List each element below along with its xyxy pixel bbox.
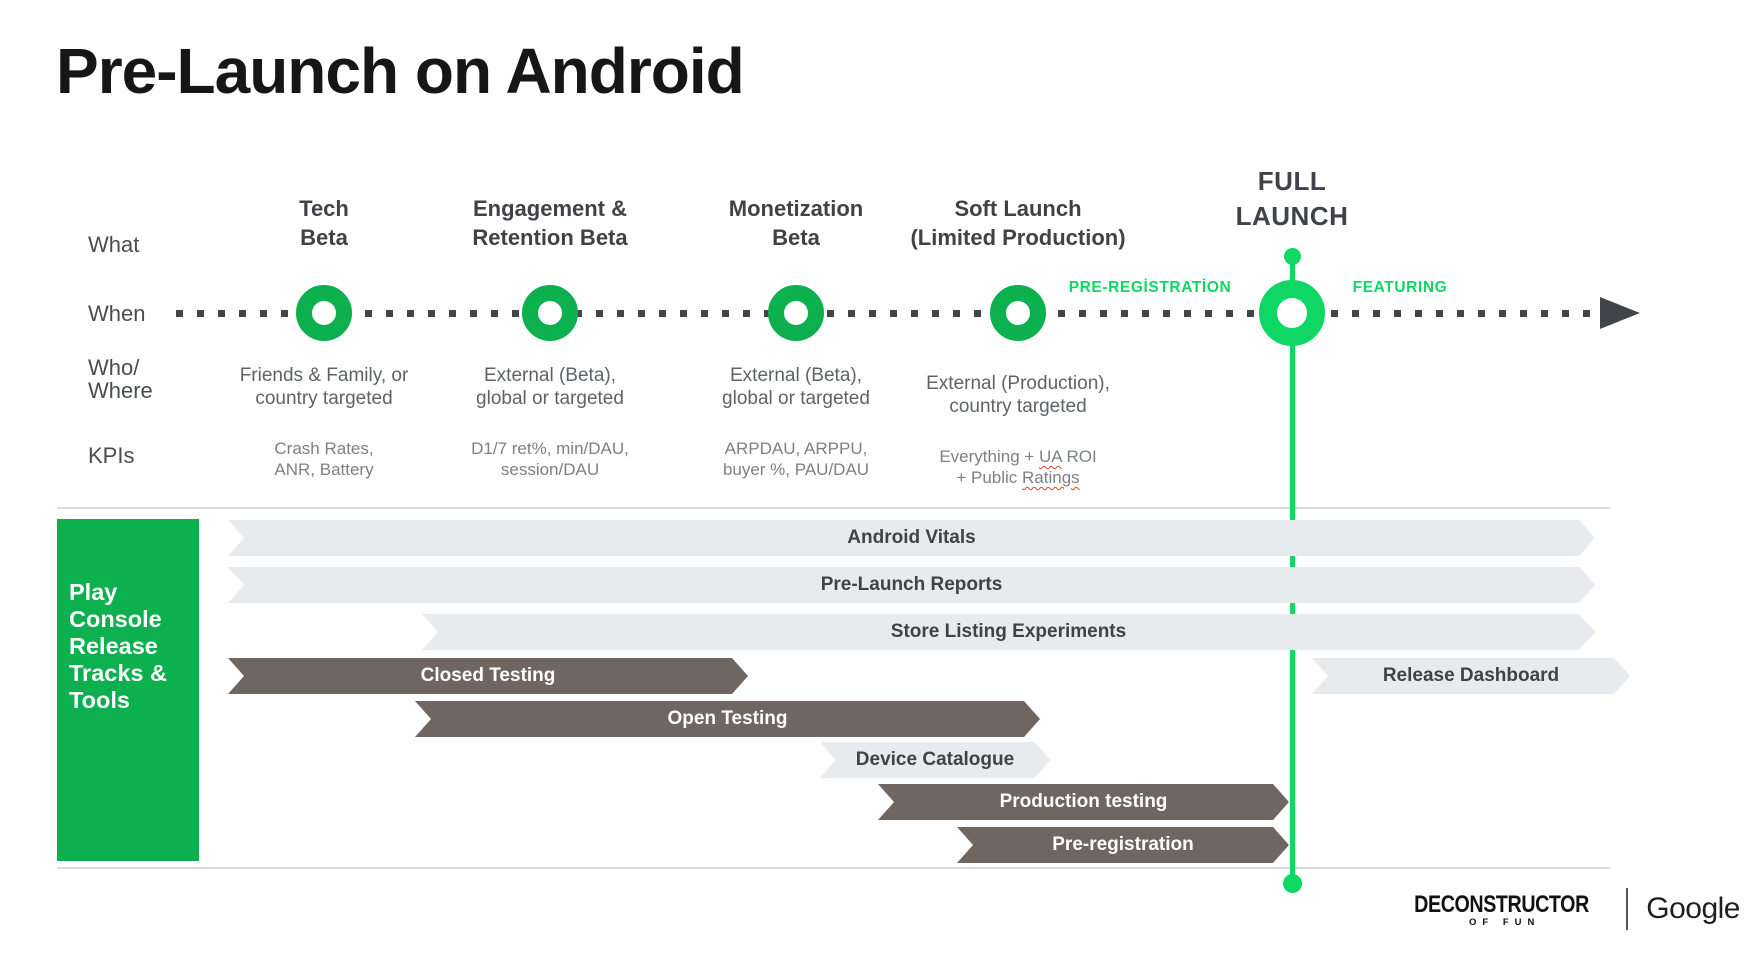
phase-title-soft-launch: Soft Launch (Limited Production)	[910, 196, 1126, 250]
row-label-who-where: Who/ Where	[88, 355, 153, 403]
separator-top	[57, 507, 1610, 509]
track-bar-closed-testing: Closed Testing	[228, 658, 748, 694]
footer-divider	[1626, 888, 1629, 930]
kpis-soft-launch-line1: Everything + UA ROI	[939, 447, 1097, 466]
kpis-engagement: D1/7 ret%, min/DAU, session/DAU	[471, 439, 629, 479]
row-label-when: When	[88, 301, 146, 326]
phase-title-engagement-retention: Engagement & Retention Beta	[472, 196, 628, 250]
track-bar-pre-registration: Pre-registration	[957, 827, 1289, 863]
track-bar-pre-launch-reports: Pre-Launch Reports	[228, 567, 1595, 603]
track-bar-open-testing: Open Testing	[415, 701, 1040, 737]
phase-title-monetization: Monetization Beta	[728, 196, 864, 250]
track-bar-android-vitals: Android Vitals	[228, 520, 1595, 556]
deconstructor-of-fun-logo: DECONSTRUCTOR OF FUN	[1395, 891, 1608, 928]
track-bar-device-catalogue: Device Catalogue	[820, 742, 1050, 778]
spellcheck-underline: UA	[1039, 447, 1062, 466]
footer-logos: DECONSTRUCTOR OF FUN Google	[1395, 888, 1740, 930]
track-bar-production-testing: Production testing	[878, 784, 1289, 820]
milestone-donut-icon-full-launch	[1259, 280, 1325, 346]
who-where-tech-beta: Friends & Family, or country targeted	[239, 365, 409, 409]
milestone-donut-icon-tech-beta	[296, 285, 352, 341]
full-launch-bottom-dot-icon	[1283, 874, 1302, 893]
deconstructor-logo-text: DECONSTRUCTOR	[1414, 890, 1590, 918]
who-where-engagement: External (Beta), global or targeted	[476, 365, 624, 409]
spellcheck-underline: Ratings	[1022, 468, 1080, 487]
full-launch-top-dot-icon	[1284, 248, 1301, 265]
who-where-soft-launch: External (Production), country targeted	[926, 373, 1110, 417]
of-fun-logo-text: OF FUN	[1469, 916, 1541, 928]
timeline-arrow-icon	[1600, 297, 1640, 329]
phase-title-tech-beta: Tech Beta	[299, 196, 349, 250]
google-logo: Google	[1646, 892, 1740, 925]
separator-bottom	[57, 867, 1610, 869]
who-where-monetization: External (Beta), global or targeted	[722, 365, 870, 409]
play-console-sidebar-label: Play Console Release Tracks & Tools	[69, 579, 167, 713]
milestone-donut-icon-engagement	[522, 285, 578, 341]
milestone-donut-icon-monetization	[768, 285, 824, 341]
kpis-soft-launch: Everything + UA ROI + Public Ratings	[878, 446, 1158, 488]
track-bar-release-dashboard: Release Dashboard	[1312, 658, 1630, 694]
kpis-monetization: ARPDAU, ARPPU, buyer %, PAU/DAU	[722, 439, 870, 479]
pre-registration-label: PRE-REGİSTRATİON	[1068, 279, 1232, 296]
timeline-dotted-line	[176, 310, 1592, 317]
play-console-sidebar: Play Console Release Tracks & Tools	[57, 519, 199, 861]
row-label-kpis: KPIs	[88, 443, 135, 468]
row-label-what: What	[88, 232, 140, 257]
featuring-label: FEATURING	[1352, 279, 1448, 296]
phase-title-full-launch: FULL LAUNCH	[1235, 166, 1349, 231]
milestone-donut-icon-soft-launch	[990, 285, 1046, 341]
track-bar-store-listing-experiments: Store Listing Experiments	[422, 614, 1595, 650]
kpis-soft-launch-line2: + Public Ratings	[956, 468, 1080, 487]
page-title: Pre-Launch on Android	[56, 35, 745, 107]
kpis-tech-beta: Crash Rates, ANR, Battery	[274, 439, 374, 479]
